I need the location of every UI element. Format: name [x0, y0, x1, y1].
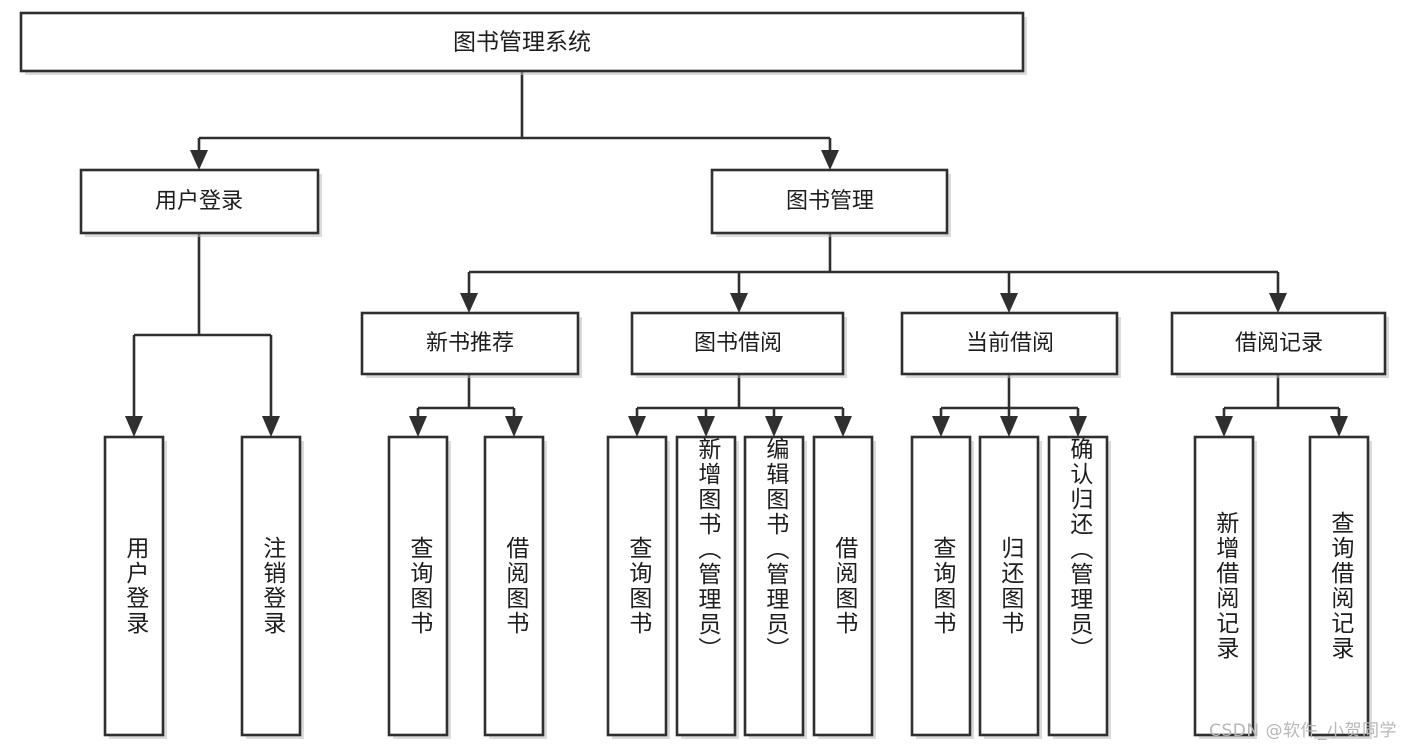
- leaf-box-currentborrow-1[interactable]: [910, 435, 972, 737]
- leaf-box-newbook-1[interactable]: [387, 435, 449, 737]
- node-current-borrow[interactable]: 当前借阅: [900, 311, 1119, 376]
- node-new-book-recommend-box[interactable]: [360, 311, 580, 376]
- arrow-currentborrow-leaf-1: [932, 416, 950, 437]
- leaf-box-bookborrow-2[interactable]: [675, 435, 737, 737]
- csdn-watermark: CSDN @软件_小贺同学: [1209, 721, 1397, 741]
- arrow-userlogin-leaf-1: [125, 416, 143, 437]
- arrow-borrowrecord-leaf-2: [1330, 416, 1348, 437]
- arrow-bookborrow-leaf-3: [765, 416, 783, 437]
- arrow-to-current-borrow: [1000, 293, 1018, 313]
- node-user-login-box[interactable]: [79, 168, 320, 235]
- leaf-box-currentborrow-2[interactable]: [978, 435, 1040, 737]
- node-borrow-record-box[interactable]: [1170, 311, 1387, 376]
- node-current-borrow-box[interactable]: [900, 311, 1119, 376]
- arrow-to-borrow-record: [1269, 293, 1287, 313]
- node-book-manage-label: 图书管理: [786, 189, 874, 214]
- arrow-borrowrecord-leaf-1: [1215, 416, 1233, 437]
- leaf-box-user-login-1[interactable]: [103, 435, 165, 737]
- arrow-newbook-leaf-2: [505, 416, 523, 437]
- arrow-bookborrow-leaf-1: [628, 416, 646, 437]
- arrow-root-to-user-login: [190, 150, 208, 170]
- leaf-box-bookborrow-4[interactable]: [812, 435, 874, 737]
- arrow-bookborrow-leaf-4: [834, 416, 852, 437]
- arrow-userlogin-leaf-2: [262, 416, 280, 437]
- leaf-box-currentborrow-3[interactable]: [1047, 435, 1109, 737]
- leaf-box-bookborrow-1[interactable]: [606, 435, 668, 737]
- node-user-login[interactable]: 用户登录: [79, 168, 320, 235]
- node-book-manage[interactable]: 图书管理: [710, 168, 949, 235]
- arrow-root-to-book-manage: [821, 150, 839, 170]
- leaf-box-borrowrecord-1[interactable]: [1193, 435, 1255, 737]
- arrow-to-book-borrow: [730, 293, 748, 313]
- node-book-borrow[interactable]: 图书借阅: [630, 311, 845, 376]
- arrow-currentborrow-leaf-2: [1000, 416, 1018, 437]
- arrow-bookborrow-leaf-2: [697, 416, 715, 437]
- node-current-borrow-label: 当前借阅: [966, 331, 1054, 356]
- node-borrow-record[interactable]: 借阅记录: [1170, 311, 1387, 376]
- node-new-book-recommend-label: 新书推荐: [426, 331, 514, 356]
- leaf-box-user-login-2[interactable]: [240, 435, 302, 737]
- node-user-login-label: 用户登录: [155, 189, 243, 214]
- leaf-box-layer: [103, 435, 1370, 737]
- leaf-box-bookborrow-3[interactable]: [743, 435, 805, 737]
- arrow-currentborrow-leaf-3: [1069, 416, 1087, 437]
- node-root-label: 图书管理系统: [453, 30, 591, 56]
- node-book-manage-box[interactable]: [710, 168, 949, 235]
- connectors-layer: [125, 71, 1348, 437]
- node-new-book-recommend[interactable]: 新书推荐: [360, 311, 580, 376]
- arrow-newbook-leaf-1: [409, 416, 427, 437]
- node-borrow-record-label: 借阅记录: [1235, 331, 1323, 356]
- node-root-box[interactable]: [19, 11, 1025, 73]
- node-book-borrow-box[interactable]: [630, 311, 845, 376]
- leaf-box-newbook-2[interactable]: [483, 435, 545, 737]
- node-book-borrow-label: 图书借阅: [694, 331, 782, 356]
- leaf-box-borrowrecord-2[interactable]: [1308, 435, 1370, 737]
- arrow-to-new-book-recommend: [460, 293, 478, 313]
- node-root[interactable]: 图书管理系统: [19, 11, 1025, 73]
